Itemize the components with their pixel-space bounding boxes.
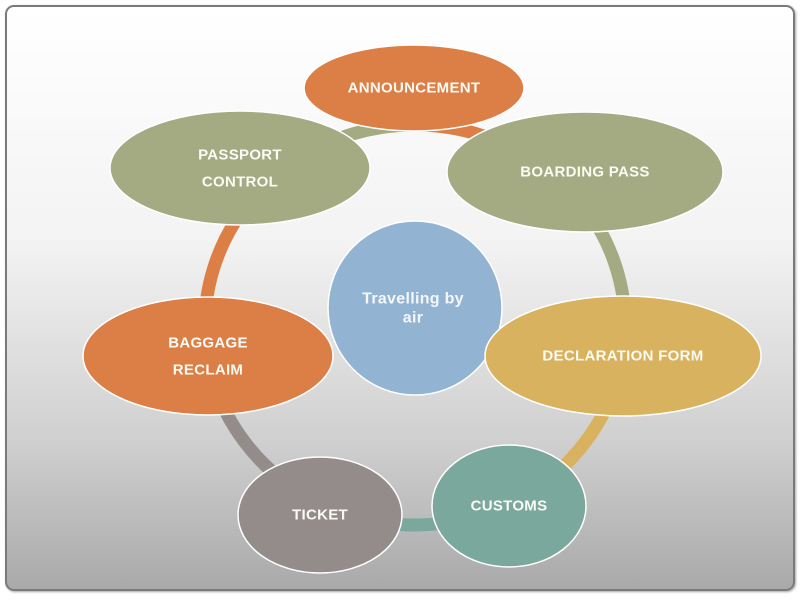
node-label-ticket-1: TICKET [292, 507, 348, 524]
node-shape-ticket [237, 456, 403, 574]
node-announcement[interactable]: ANNOUNCEMENT [303, 44, 525, 132]
center-label-line-1: Travelling by [362, 291, 464, 308]
node-ticket[interactable]: TICKET [237, 456, 403, 574]
node-label-passport-control-1: PASSPORT [198, 147, 282, 164]
cycle-nodes: ANNOUNCEMENT BOARDING PASS DECLARATION FOR… [82, 44, 762, 574]
node-shape-baggage-reclaim [82, 296, 334, 416]
node-label-customs-1: CUSTOMS [471, 498, 548, 515]
node-passport-control[interactable]: PASSPORT CONTROL [109, 110, 371, 226]
node-label-baggage-reclaim-1: BAGGAGE [168, 335, 248, 352]
node-shape-declaration-form [484, 295, 762, 417]
node-shape-boarding-pass [446, 111, 724, 233]
center-node[interactable]: Travelling by air [327, 220, 503, 396]
center-circle [327, 220, 503, 396]
node-label-boarding-pass-1: BOARDING PASS [520, 164, 649, 181]
node-shape-announcement [303, 44, 525, 132]
node-label-announcement-1: ANNOUNCEMENT [348, 80, 481, 97]
node-shape-passport-control [109, 110, 371, 226]
node-customs[interactable]: CUSTOMS [431, 444, 587, 568]
center-label-line-2: air [403, 310, 423, 327]
node-label-passport-control-2: CONTROL [202, 174, 278, 191]
node-baggage-reclaim[interactable]: BAGGAGE RECLAIM [82, 296, 334, 416]
node-declaration-form[interactable]: DECLARATION FORM [484, 295, 762, 417]
node-label-baggage-reclaim-2: RECLAIM [173, 362, 243, 379]
node-boarding-pass[interactable]: BOARDING PASS [446, 111, 724, 233]
node-shape-customs [431, 444, 587, 568]
node-label-declaration-form-1: DECLARATION FORM [542, 348, 703, 365]
